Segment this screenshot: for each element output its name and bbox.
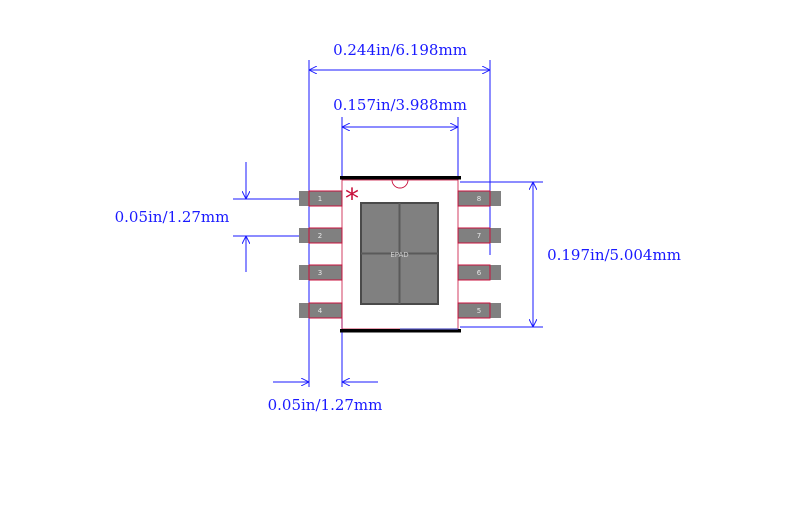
epad-label: EPAD (390, 251, 408, 259)
body-width-dimension: 0.157in/3.988mm (333, 96, 467, 180)
pad-3: 3 (299, 264, 343, 281)
pad-3-label: 3 (318, 269, 322, 277)
pad-width-label: 0.05in/1.27mm (268, 396, 383, 414)
exposed-pad: EPAD (360, 202, 439, 305)
overall-width-dimension: 0.244in/6.198mm (308, 41, 491, 387)
left-pads: 1 2 3 4 (299, 190, 343, 319)
pin1-marker: * (345, 182, 359, 215)
pin-pitch-label: 0.05in/1.27mm (115, 208, 230, 226)
pad-2: 2 (299, 227, 343, 244)
pad-1: 1 (299, 190, 343, 207)
body-length-dimension: 0.197in/5.004mm (460, 181, 681, 328)
overall-width-label: 0.244in/6.198mm (333, 41, 467, 59)
pad-2-label: 2 (318, 232, 322, 240)
pad-4-label: 4 (318, 307, 323, 315)
pad-6-label: 6 (477, 269, 482, 277)
pad-6: 6 (457, 264, 501, 281)
pad-8: 8 (457, 190, 501, 207)
pad-8-label: 8 (477, 195, 481, 203)
pad-7-label: 7 (477, 232, 481, 240)
pin1-notch (391, 179, 409, 189)
pad-5: 5 (457, 302, 501, 319)
pad-1-label: 1 (318, 195, 322, 203)
package-body (340, 176, 461, 333)
body-width-label: 0.157in/3.988mm (333, 96, 467, 114)
pad-7: 7 (457, 227, 501, 244)
pad-5-label: 5 (477, 307, 481, 315)
pin-pitch-dimension: 0.05in/1.27mm (115, 162, 320, 272)
body-length-label: 0.197in/5.004mm (547, 246, 681, 264)
pad-4: 4 (299, 302, 343, 319)
right-pads: 8 7 6 5 (457, 190, 501, 319)
